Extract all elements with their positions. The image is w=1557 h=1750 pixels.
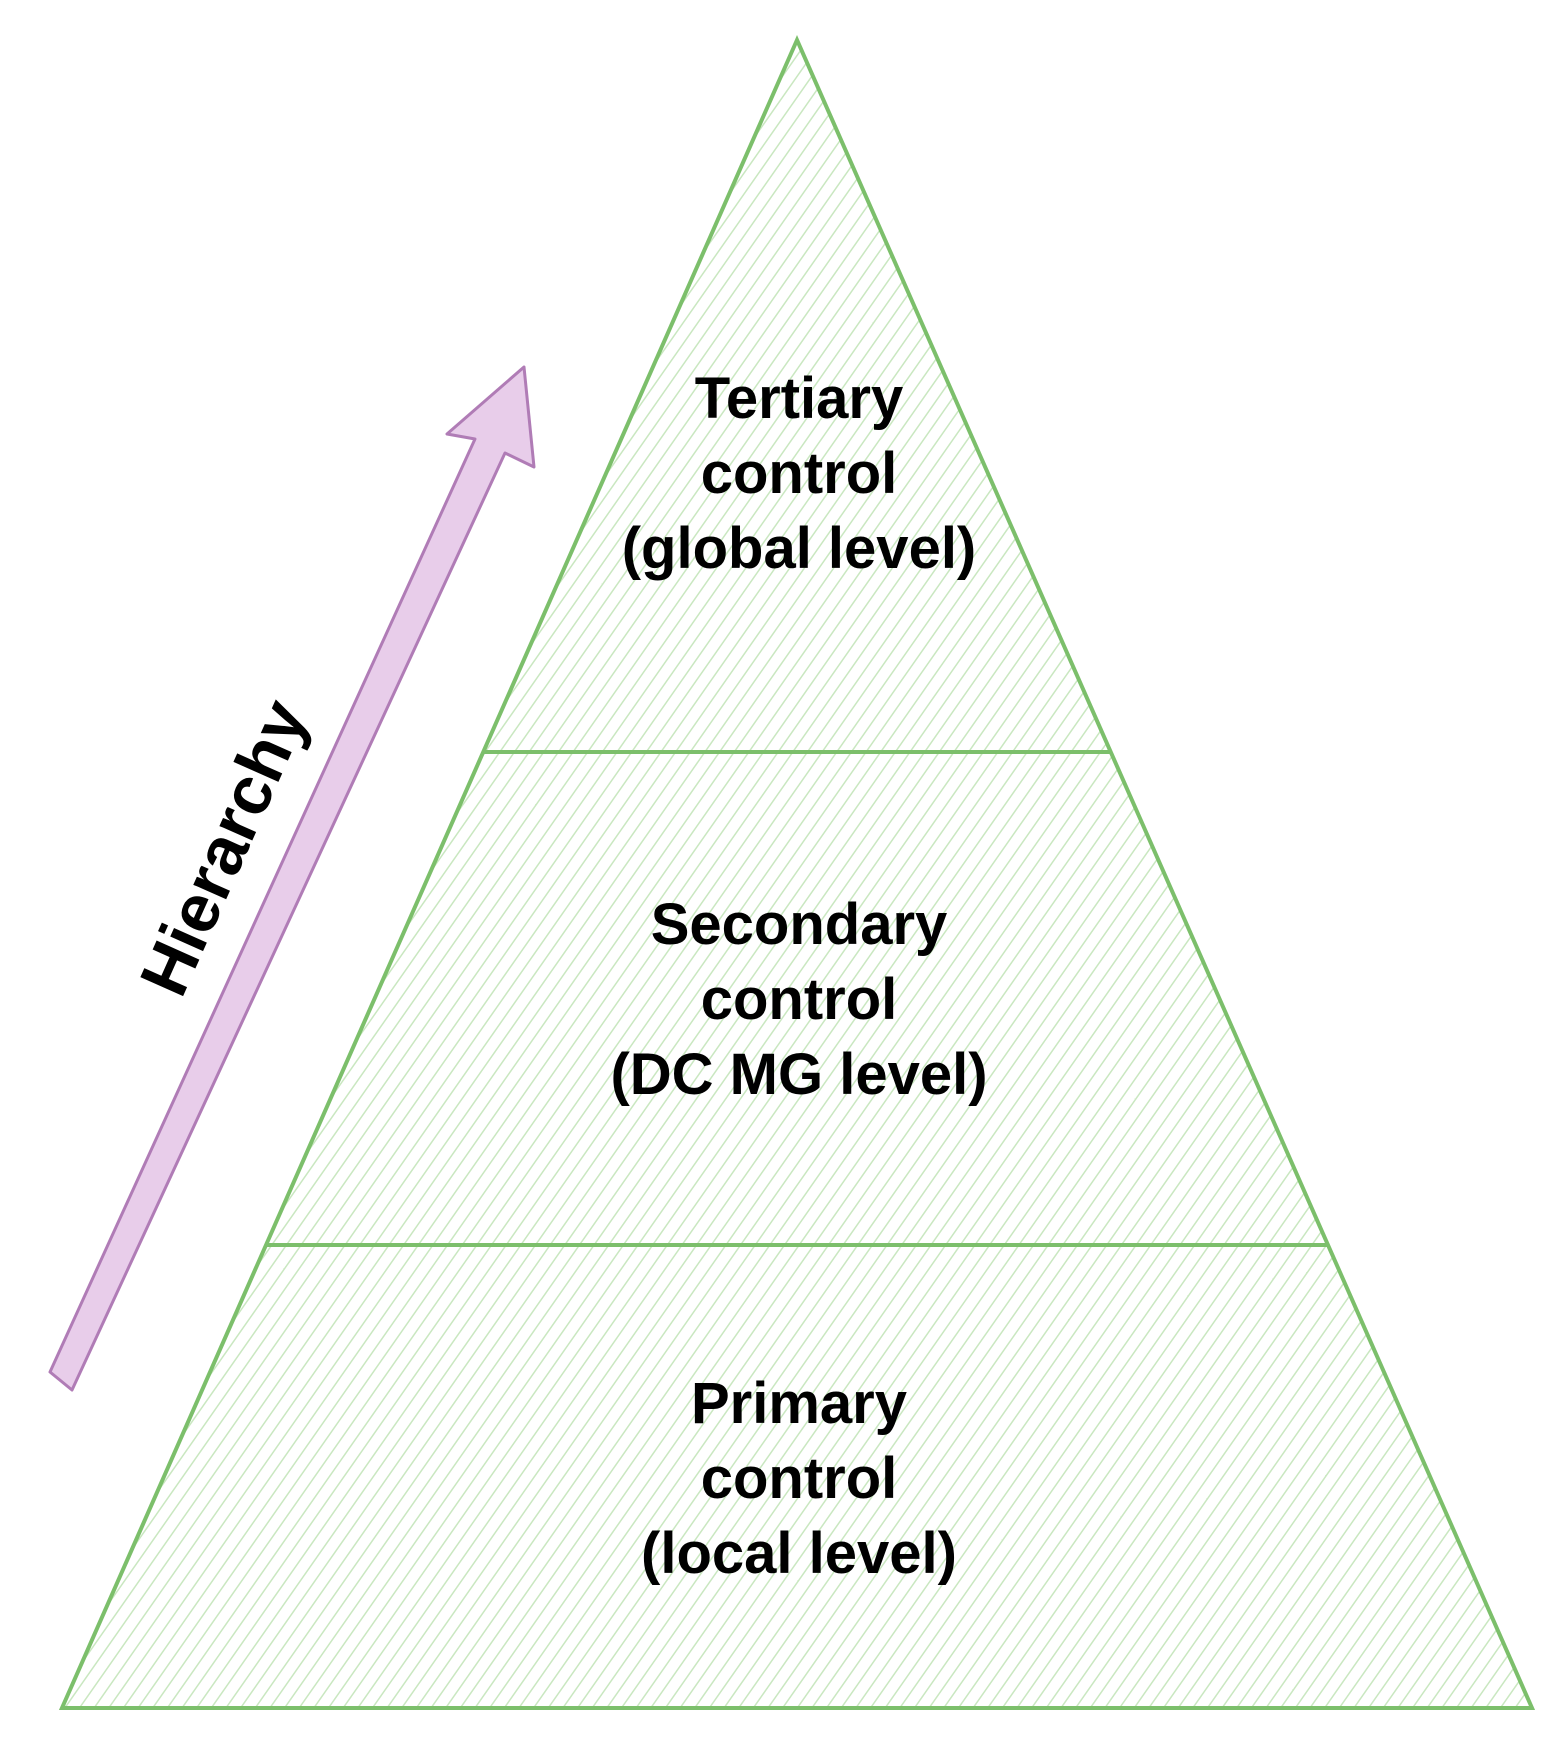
level-tertiary: Tertiary control (global level) (622, 366, 977, 581)
level-secondary-line-3: (DC MG level) (610, 1042, 987, 1107)
level-primary-line-2: control (701, 1446, 898, 1511)
pyramid-triangle (58, 35, 1536, 1710)
level-tertiary-line-1: Tertiary (695, 366, 903, 431)
level-primary-line-1: Primary (691, 1371, 907, 1436)
level-secondary-line-2: control (701, 967, 898, 1032)
level-tertiary-line-2: control (701, 441, 898, 506)
level-tertiary-line-3: (global level) (622, 516, 977, 581)
level-secondary: Secondary control (DC MG level) (610, 892, 987, 1107)
pyramid (58, 35, 1536, 1710)
level-secondary-line-1: Secondary (651, 892, 948, 957)
level-primary-line-3: (local level) (641, 1521, 957, 1586)
hierarchy-arrow-shape (48, 365, 536, 1392)
level-primary: Primary control (local level) (641, 1371, 957, 1586)
